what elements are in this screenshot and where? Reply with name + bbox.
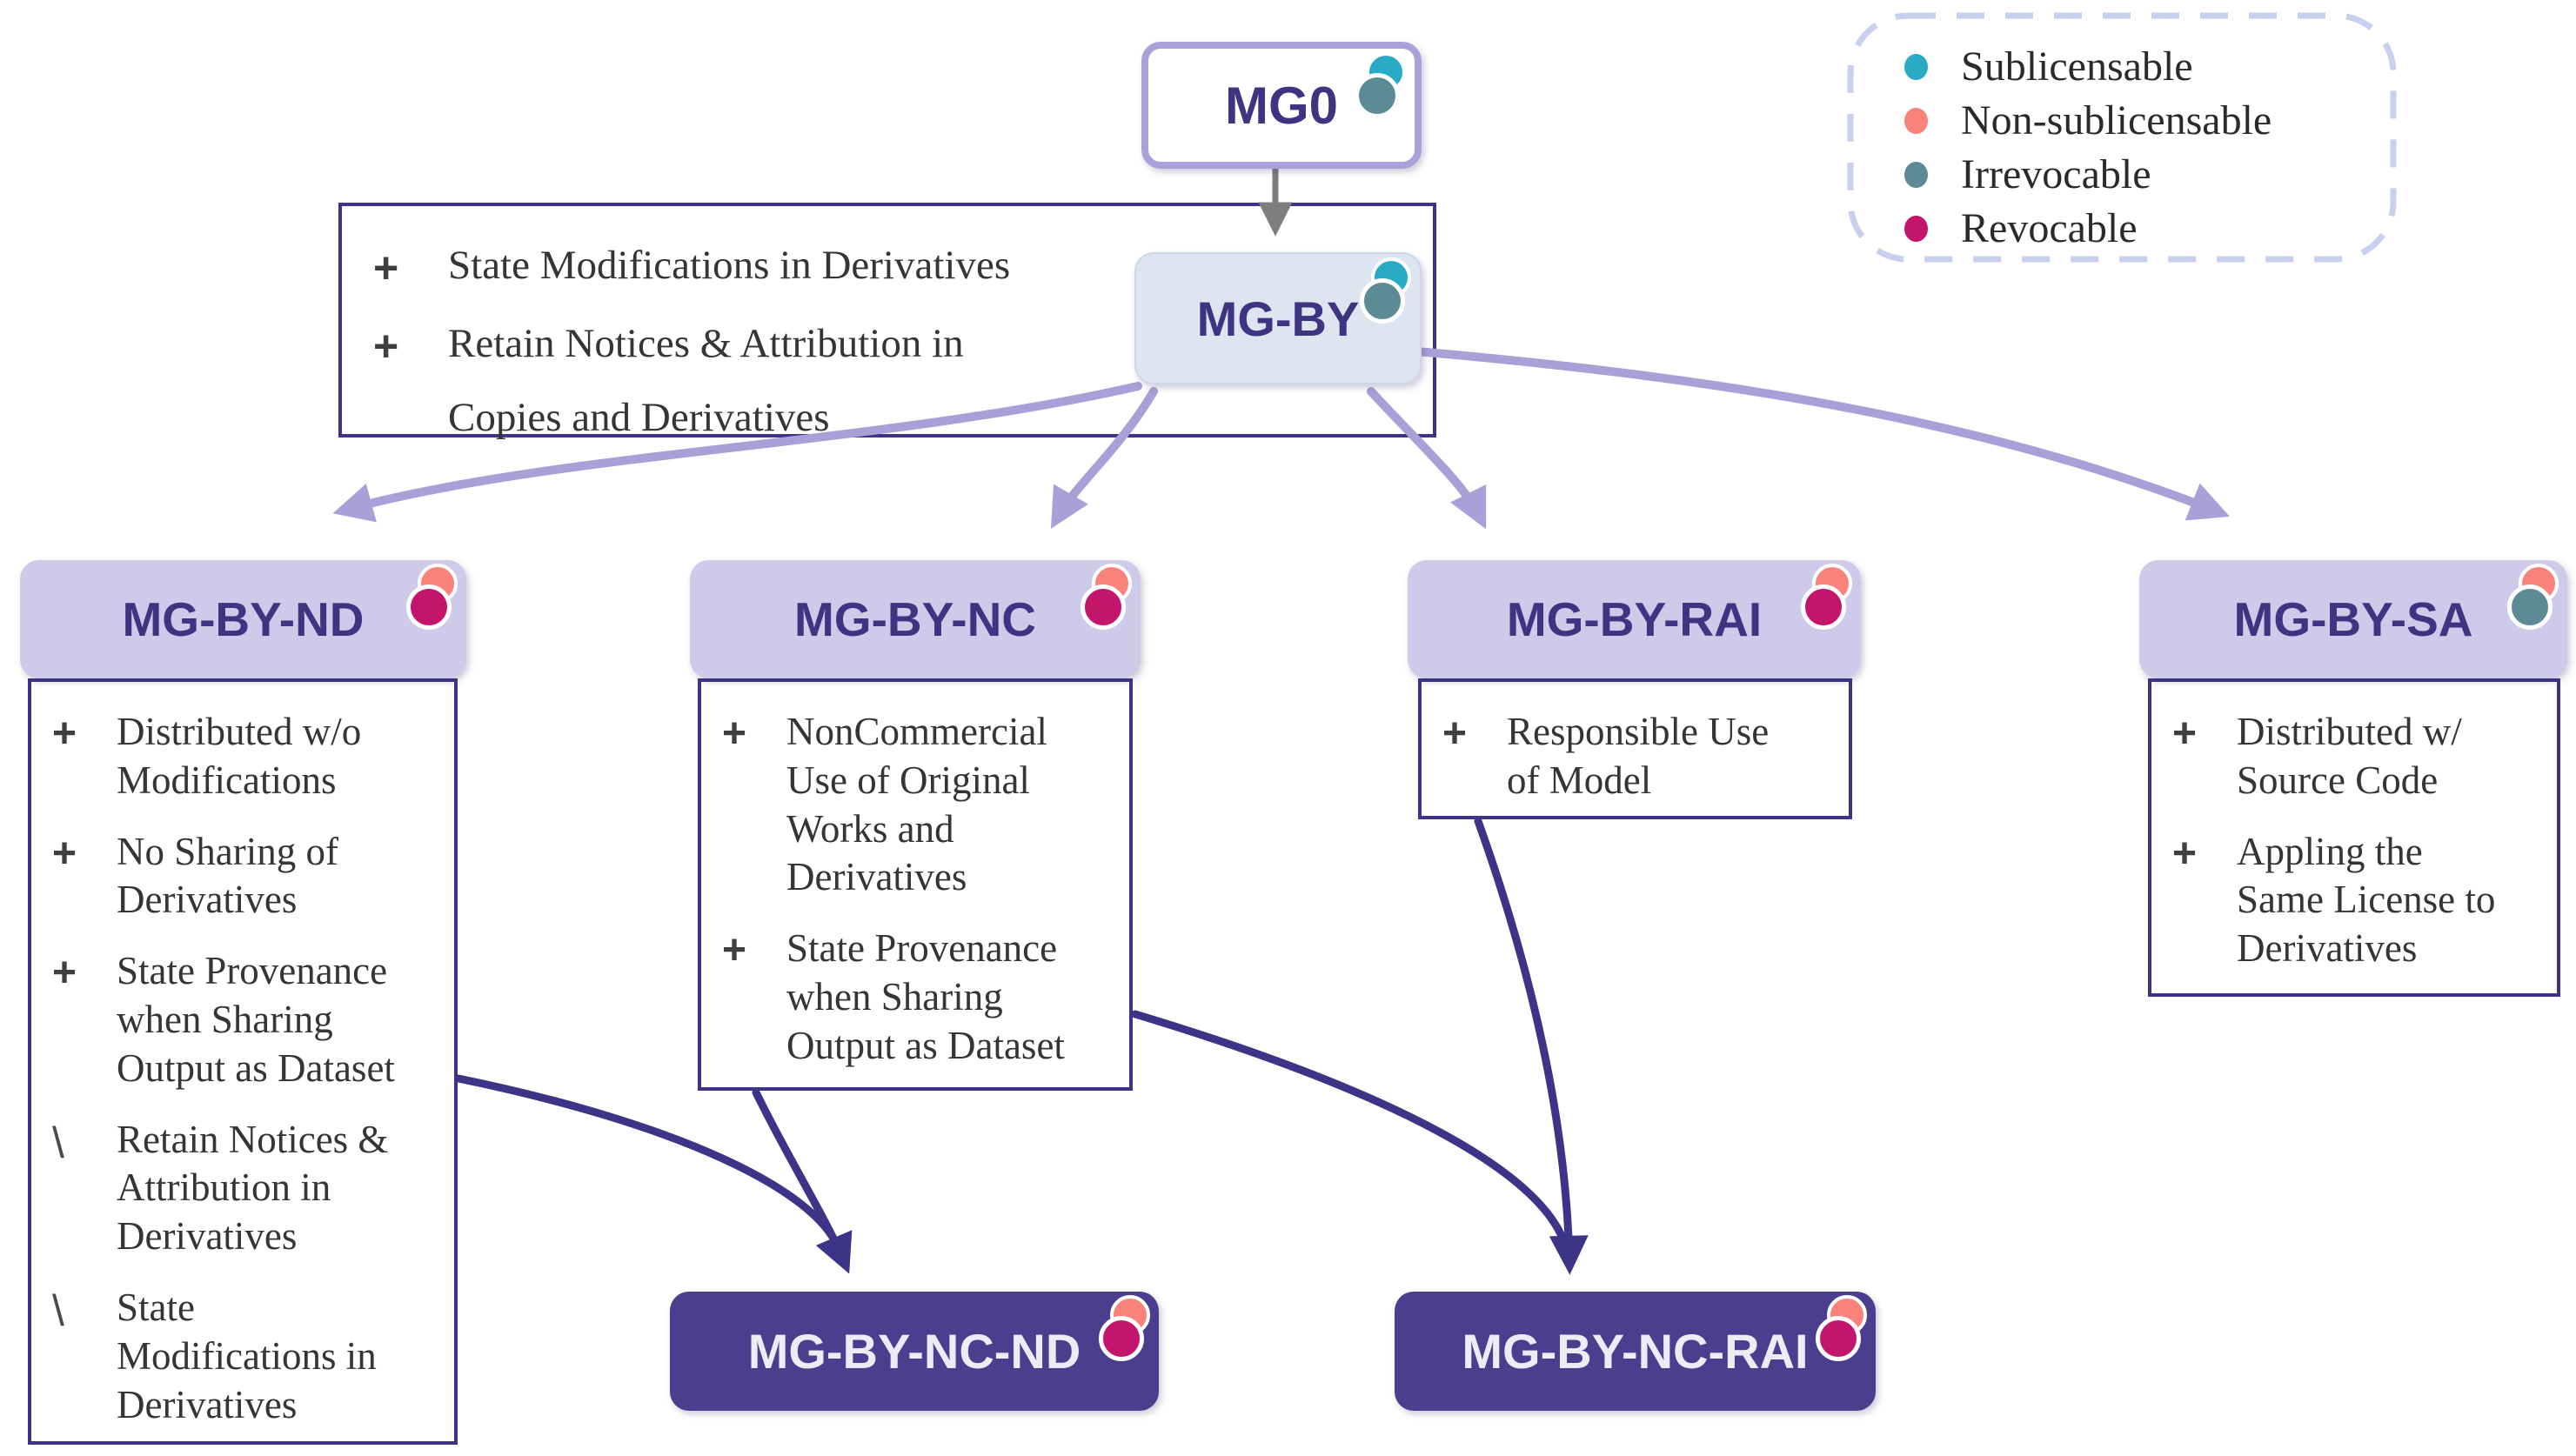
term-item: + Distributed w/ Source Code — [2164, 708, 2548, 805]
node-mg-by-nc-rai-title: MG-BY-NC-RAI — [1462, 1324, 1809, 1379]
legend-label: Non-sublicensable — [1961, 97, 2272, 144]
legend-item-non-sublicensable: Non-sublicensable — [1904, 94, 2393, 148]
added-term-icon: + — [373, 322, 399, 371]
node-mg-by-nc-title: MG-BY-NC — [793, 592, 1037, 646]
legend-dot-sublicensable-icon — [1904, 54, 1928, 80]
term-text: State Provenance when Sharing Output as … — [117, 949, 395, 1090]
mg-by-sa-status-dots — [2501, 564, 2559, 631]
term-text: Appling the Same License to Derivatives — [2237, 829, 2496, 971]
term-item: + Distributed w/o Modifications — [43, 708, 445, 805]
term-text: Distributed w/o Modifications — [117, 710, 362, 802]
waived-term-icon: \ — [52, 1286, 64, 1335]
legend-item-sublicensable: Sublicensable — [1904, 40, 2393, 94]
mg-by-nc-nd-status-dots — [1093, 1295, 1150, 1363]
node-mg-by-title: MG-BY — [1196, 291, 1360, 346]
added-term-icon: + — [373, 244, 399, 292]
mg-by-status-dots — [1354, 257, 1411, 325]
node-mg-by-sa-title: MG-BY-SA — [2233, 592, 2473, 646]
waived-term-icon: \ — [52, 1118, 64, 1167]
term-text: State Provenance when Sharing Output as … — [786, 926, 1065, 1067]
term-text: Responsible Use of Model — [1507, 710, 1770, 802]
legend-label: Revocable — [1961, 205, 2138, 251]
added-term-icon: + — [722, 711, 747, 757]
term-item: + State Provenance when Sharing Output as… — [43, 947, 445, 1092]
legend-label: Sublicensable — [1961, 43, 2193, 90]
node-mg-by-nd: MG-BY-ND — [20, 560, 466, 678]
node-mg-by-nc: MG-BY-NC — [690, 560, 1141, 678]
mg-by-nc-rai-status-dots — [1810, 1295, 1867, 1363]
term-item: + No Sharing of Derivatives — [43, 828, 445, 925]
mg-by-nc-status-dots — [1074, 564, 1132, 631]
added-term-icon: + — [52, 830, 77, 877]
mg-by-nd-status-dots — [400, 564, 458, 631]
term-text: NonCommercial Use of Original Works and … — [786, 710, 1047, 899]
revocable-dot-icon — [1816, 1316, 1861, 1361]
term-text: Distributed w/ Source Code — [2237, 710, 2462, 802]
added-term-icon: + — [52, 711, 77, 757]
added-term-icon: + — [2172, 830, 2198, 877]
mg-by-sa-terms-box: + Distributed w/ Source Code + Appling the … — [2148, 678, 2560, 997]
arrow-nd-to-ncnd — [454, 1074, 843, 1253]
mg0-status-dots — [1348, 52, 1406, 120]
arrow-nc-to-ncrai — [1131, 1010, 1569, 1246]
irrevocable-dot-icon — [1355, 73, 1400, 118]
added-term-icon: + — [1442, 711, 1468, 757]
arrow-nc-to-ncnd — [752, 1088, 853, 1274]
legend-dot-non-sublicensable-icon — [1904, 108, 1928, 134]
term-text: State Modifications in Derivatives — [448, 243, 1011, 288]
term-text: Retain Notices & Attribution in Derivati… — [117, 1117, 389, 1259]
node-mg-by: MG-BY — [1134, 252, 1422, 384]
term-text: Retain Notices & Attribution in Copies a… — [448, 321, 964, 440]
term-item: + Appling the Same License to Derivatives — [2164, 828, 2548, 973]
node-mg-by-nc-nd: MG-BY-NC-ND — [670, 1292, 1159, 1411]
mg-by-rai-status-dots — [1795, 564, 1852, 631]
legend-label: Irrevocable — [1961, 151, 2151, 197]
mg-by-nd-terms-box: + Distributed w/o Modifications + No Sharin… — [28, 678, 458, 1445]
added-term-icon: + — [52, 950, 77, 997]
legend-dot-irrevocable-icon — [1904, 162, 1928, 188]
legend-item-revocable: Revocable — [1904, 202, 2393, 256]
node-mg0: MG0 — [1141, 42, 1422, 169]
revocable-dot-icon — [406, 584, 452, 630]
revocable-dot-icon — [1099, 1316, 1144, 1361]
node-mg0-title: MG0 — [1224, 76, 1339, 135]
legend-dot-revocable-icon — [1904, 216, 1928, 242]
legend-item-irrevocable: Irrevocable — [1904, 148, 2393, 202]
term-item: + Responsible Use of Model — [1434, 708, 1840, 805]
legend: Sublicensable Non-sublicensable Irrevoca… — [1850, 16, 2393, 259]
node-mg-by-sa: MG-BY-SA — [2139, 560, 2567, 678]
term-item: \ State Modifications in Derivatives — [43, 1284, 445, 1429]
node-mg-by-nd-title: MG-BY-ND — [122, 592, 365, 646]
term-item: + NonCommercial Use of Original Works and… — [713, 708, 1121, 902]
arrow-rai-to-ncrai — [1474, 817, 1589, 1275]
mg-by-rai-terms-box: + Responsible Use of Model — [1418, 678, 1852, 819]
added-term-icon: + — [2172, 711, 2198, 757]
node-mg-by-rai-title: MG-BY-RAI — [1506, 592, 1763, 646]
node-mg-by-rai: MG-BY-RAI — [1408, 560, 1861, 678]
mg-by-nc-terms-box: + NonCommercial Use of Original Works and… — [698, 678, 1133, 1091]
term-item: + State Provenance when Sharing Output as… — [713, 925, 1121, 1070]
irrevocable-dot-icon — [1360, 278, 1405, 324]
revocable-dot-icon — [1081, 584, 1126, 630]
arrow-mgby-to-sa — [1412, 347, 2230, 521]
node-mg-by-nc-nd-title: MG-BY-NC-ND — [747, 1324, 1081, 1379]
irrevocable-dot-icon — [2507, 584, 2553, 630]
term-item: + State Modifications in Derivatives — [365, 229, 1424, 307]
added-term-icon: + — [722, 927, 747, 974]
node-mg-by-nc-rai: MG-BY-NC-RAI — [1395, 1292, 1876, 1411]
term-item: \ Retain Notices & Attribution in Derivat… — [43, 1116, 445, 1261]
revocable-dot-icon — [1801, 584, 1846, 630]
term-text: State Modifications in Derivatives — [117, 1285, 377, 1426]
term-text: No Sharing of Derivatives — [117, 829, 338, 922]
